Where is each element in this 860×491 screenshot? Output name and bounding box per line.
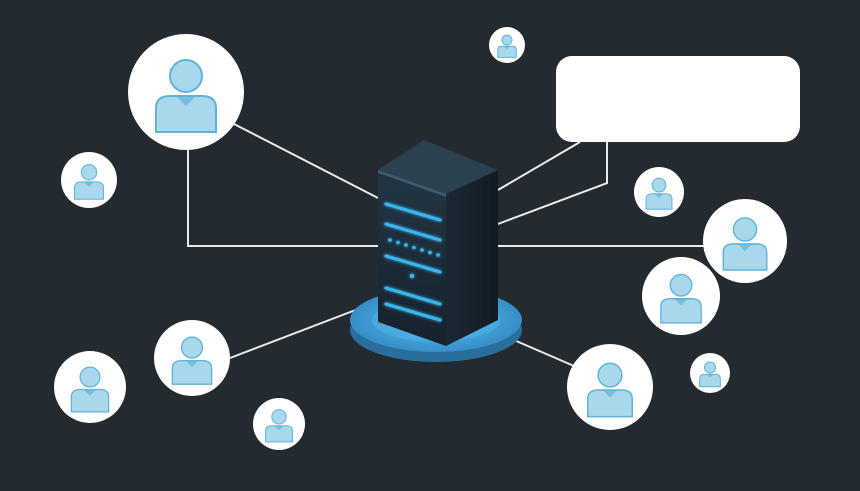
user-avatar-icon — [253, 398, 305, 450]
connectors — [187, 123, 706, 367]
callout-text — [556, 56, 800, 142]
user-avatar-icon — [54, 351, 126, 423]
user-avatar-icon — [642, 257, 720, 335]
connector-line — [497, 142, 608, 225]
user-avatar-icon — [567, 344, 653, 430]
server-tower-icon — [378, 140, 498, 346]
user-avatars — [54, 27, 787, 450]
connector-line — [233, 123, 379, 199]
connector-line — [497, 141, 581, 191]
connector-line — [229, 305, 367, 359]
user-avatar-icon — [128, 34, 244, 150]
callout-box — [556, 56, 800, 142]
server-led-dots — [388, 238, 440, 279]
user-avatar-icon — [703, 199, 787, 283]
user-avatar-icon — [61, 152, 117, 208]
server-led-bars — [384, 202, 442, 322]
user-avatar-icon — [154, 320, 230, 396]
user-avatar-icon — [634, 167, 684, 217]
user-avatar-icon — [690, 353, 730, 393]
user-avatar-icon — [489, 27, 525, 63]
connector-line — [187, 148, 378, 247]
